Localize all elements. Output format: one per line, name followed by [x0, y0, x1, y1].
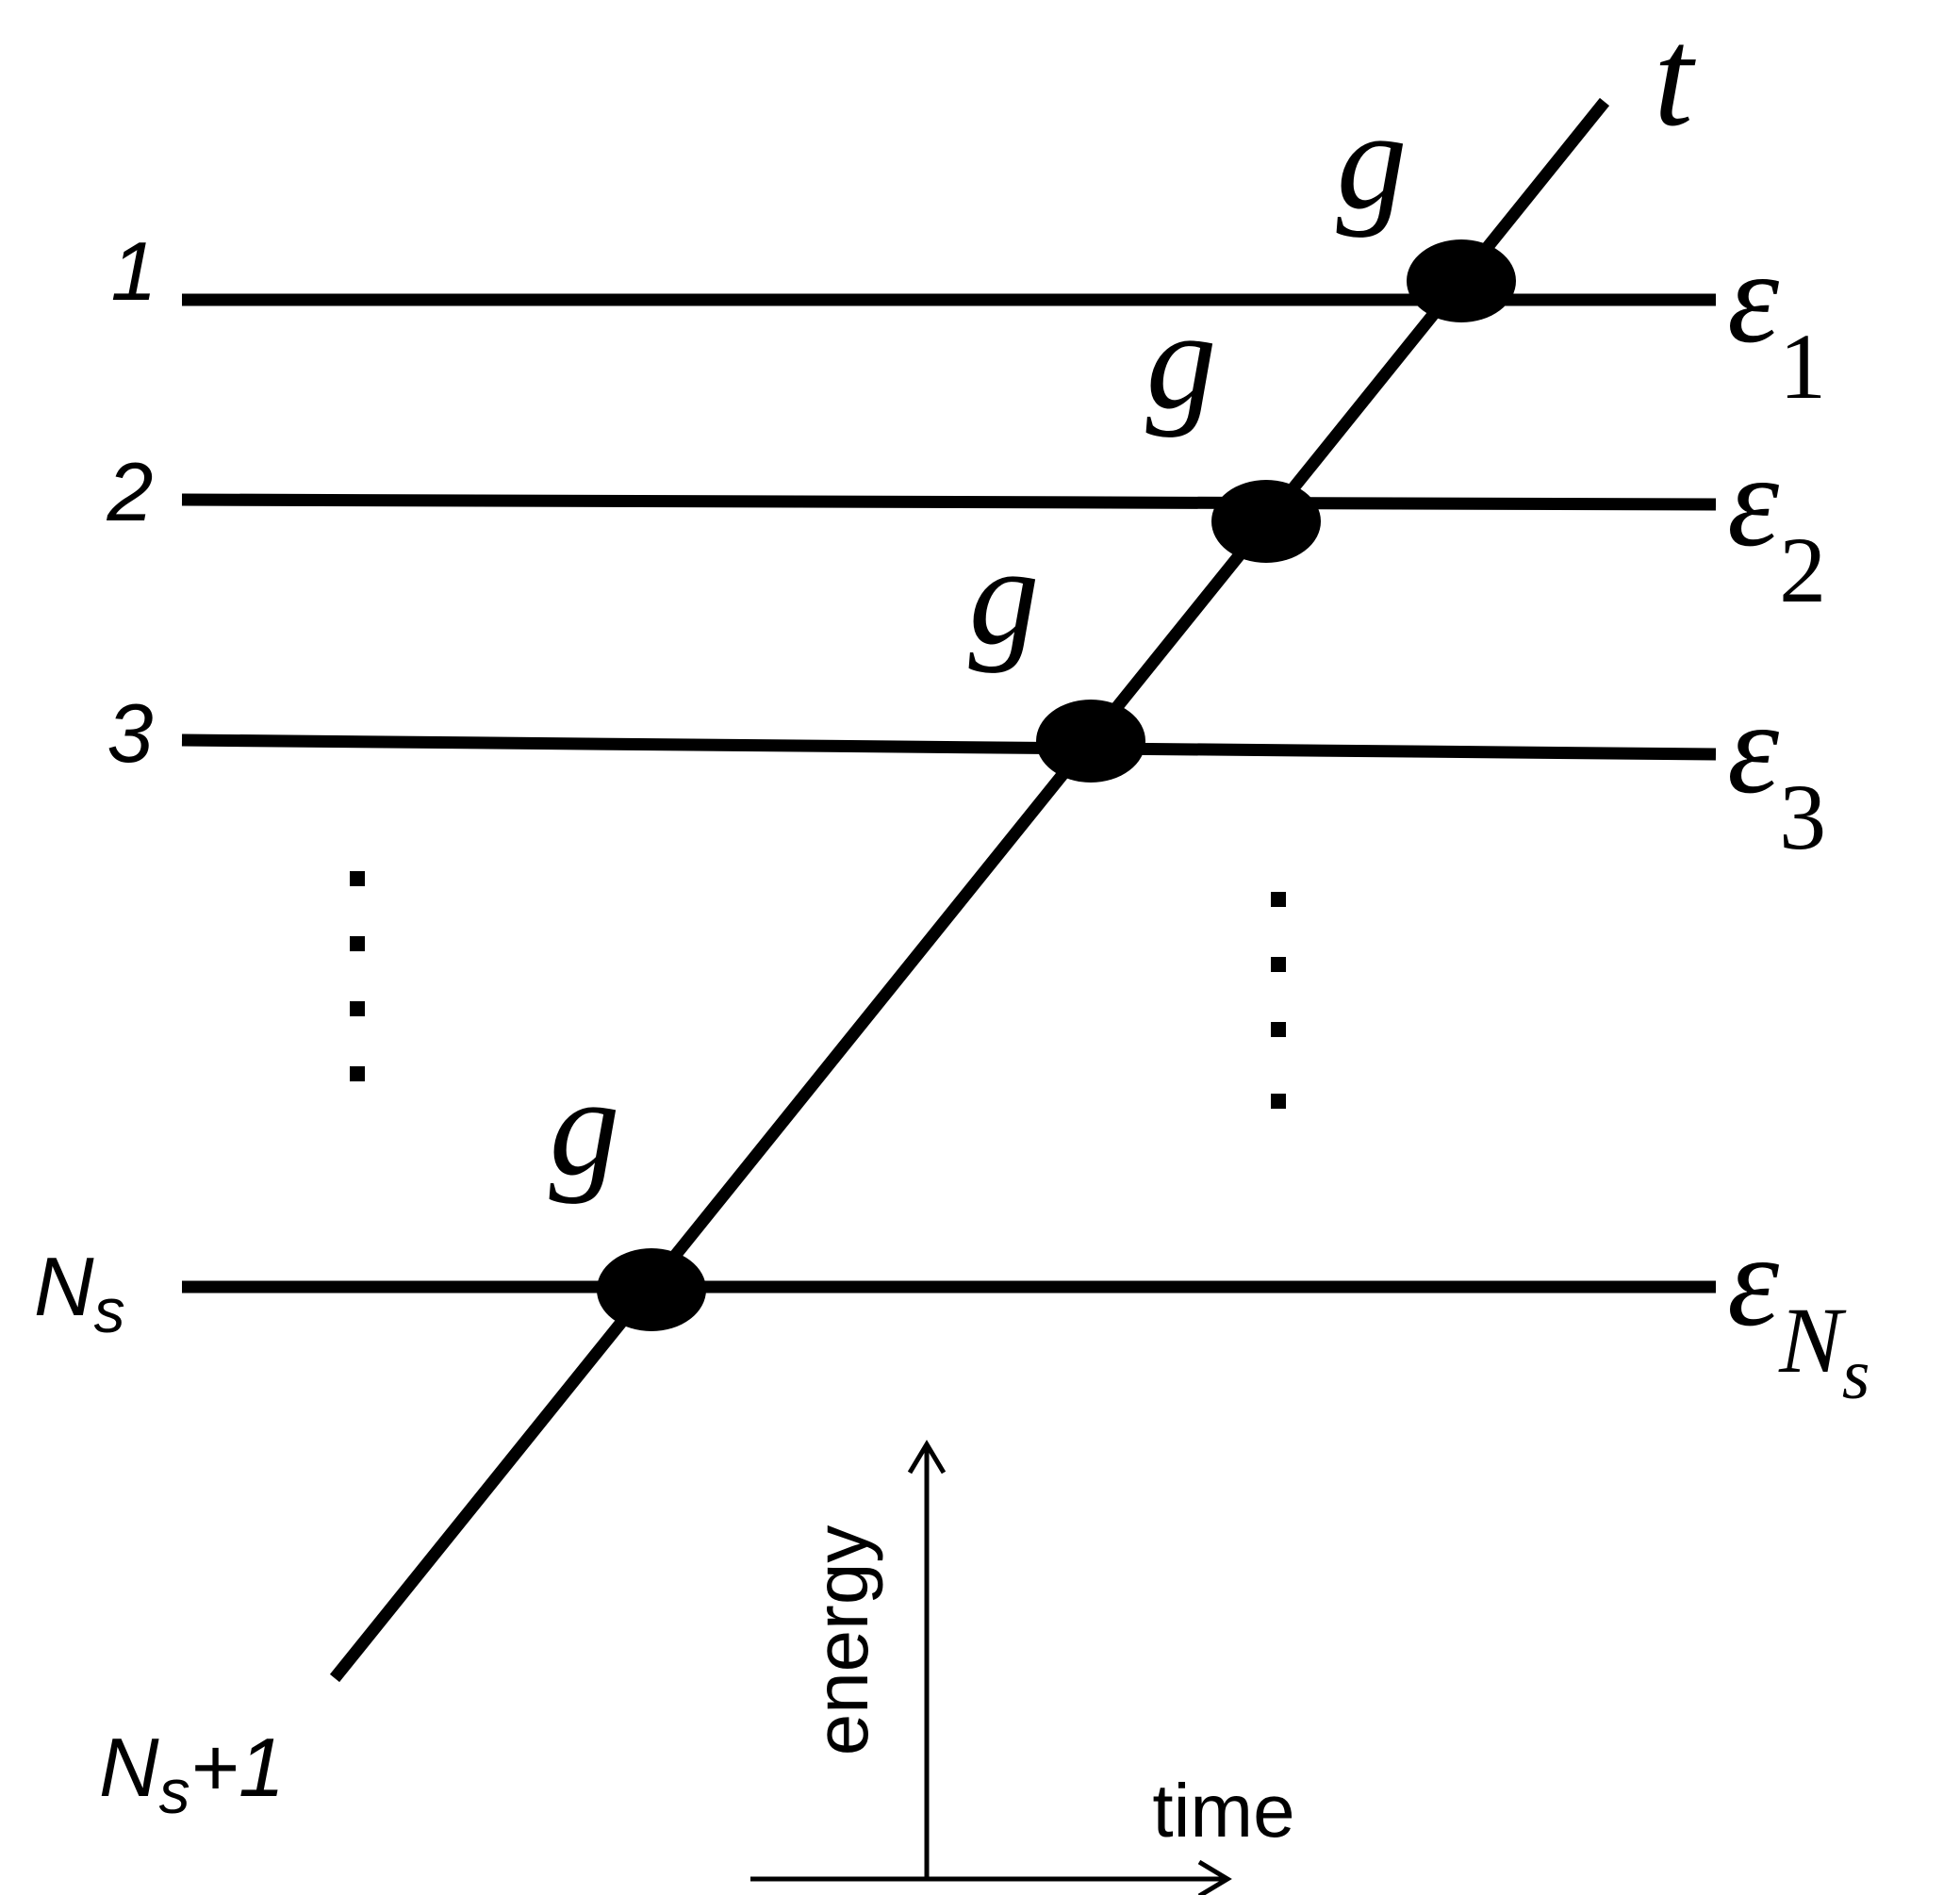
ellipsis-right [1271, 892, 1286, 1109]
energy-axis-arrowhead [907, 1440, 947, 1475]
coupling-label-3: g [969, 518, 1040, 674]
level-index-ns: Ns [34, 1240, 125, 1345]
energy-sub-1: 1 [1779, 314, 1826, 419]
energy-label-1: ε1 [1727, 224, 1826, 419]
energy-symbol-1: ε [1727, 224, 1780, 371]
level-index-2: 2 [107, 445, 154, 538]
diagonal-start-sub: s [159, 1756, 190, 1826]
coupling-label-2: g [1146, 282, 1217, 438]
energy-label-2: ε2 [1727, 428, 1826, 622]
energy-sub-ns-main: N [1778, 1288, 1847, 1392]
time-axis-arrowhead [1197, 1859, 1232, 1895]
level-index-ns-sub: s [94, 1276, 125, 1345]
energy-symbol-2: ε [1727, 428, 1780, 574]
crossing-vertices [597, 239, 1516, 1331]
ellipsis-left [350, 871, 365, 1081]
coupling-label-1: g [1337, 82, 1408, 239]
level-index-ns-main: N [34, 1240, 94, 1333]
energy-sub-ns-sub: s [1842, 1335, 1870, 1414]
energy-axis-label: energy [799, 1525, 883, 1756]
energy-sub-2: 2 [1779, 518, 1826, 622]
diagonal-start-label: Ns+1 [99, 1721, 285, 1826]
energy-label-ns: εNs [1727, 1208, 1869, 1414]
energy-levels [181, 293, 1717, 1294]
energy-symbol-ns: ε [1727, 1208, 1780, 1354]
inset-axes [750, 1440, 1232, 1895]
energy-sub-3: 3 [1779, 765, 1826, 869]
vertex-3 [1036, 700, 1145, 783]
level-index-1: 1 [111, 224, 157, 318]
diagonal-line [329, 97, 1610, 1683]
level-index-3: 3 [107, 686, 154, 780]
energy-label-3: ε3 [1727, 675, 1826, 869]
energy-symbol-3: ε [1727, 675, 1780, 821]
level-line-2 [181, 493, 1717, 511]
diagonal-start-main: N [99, 1721, 159, 1814]
time-axis-label: time [1152, 1769, 1294, 1853]
level-line-3 [181, 733, 1717, 761]
diagonal-start-suffix: +1 [190, 1721, 285, 1814]
vertex-ns [597, 1248, 706, 1331]
diagonal-end-label: t [1654, 0, 1696, 156]
coupling-label-ns: g [550, 1048, 620, 1205]
vertex-2 [1211, 480, 1321, 563]
vertex-1 [1407, 239, 1516, 322]
